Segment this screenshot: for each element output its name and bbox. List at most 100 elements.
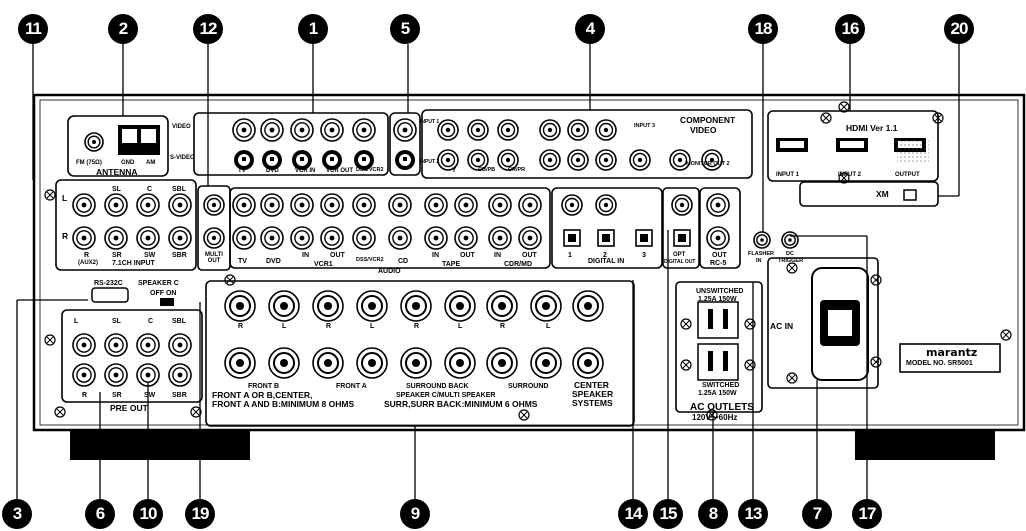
- component-jack[interactable]: [467, 149, 489, 171]
- speaker-terminal-minus[interactable]: [400, 347, 432, 379]
- input71-jack[interactable]: [168, 193, 192, 217]
- component-jack[interactable]: [629, 149, 651, 171]
- optical-in-3[interactable]: [635, 229, 653, 247]
- speaker-terminal-plus[interactable]: [572, 290, 604, 322]
- preout-jack[interactable]: [104, 363, 128, 387]
- fm-antenna-jack[interactable]: [84, 132, 104, 152]
- s-video-jack[interactable]: [322, 150, 342, 170]
- unswitched-outlet[interactable]: [697, 301, 739, 339]
- audio-jack[interactable]: [260, 226, 284, 250]
- speaker-terminal-minus[interactable]: [356, 347, 388, 379]
- hdmi-input1-port[interactable]: [776, 138, 808, 152]
- audio-jack[interactable]: [424, 193, 448, 217]
- component-jack[interactable]: [595, 149, 617, 171]
- input71-jack[interactable]: [104, 193, 128, 217]
- s-video-jack[interactable]: [292, 150, 312, 170]
- component-jack[interactable]: [669, 149, 691, 171]
- preout-jack[interactable]: [136, 363, 160, 387]
- rc5-in-jack[interactable]: [706, 193, 730, 217]
- video-jack[interactable]: [232, 118, 256, 142]
- speaker-terminal-minus[interactable]: [530, 347, 562, 379]
- speaker-terminal-minus[interactable]: [486, 347, 518, 379]
- component-jack[interactable]: [467, 119, 489, 141]
- input71-jack[interactable]: [136, 226, 160, 250]
- s-video-jack[interactable]: [354, 150, 374, 170]
- switched-outlet[interactable]: [697, 343, 739, 381]
- speaker-c-switch[interactable]: [160, 298, 174, 306]
- component-jack[interactable]: [567, 149, 589, 171]
- ac-inlet[interactable]: [811, 267, 869, 381]
- component-jack[interactable]: [539, 119, 561, 141]
- audio-jack[interactable]: [488, 226, 512, 250]
- audio-jack[interactable]: [320, 193, 344, 217]
- preout-jack[interactable]: [136, 333, 160, 357]
- audio-jack[interactable]: [260, 193, 284, 217]
- audio-jack[interactable]: [290, 226, 314, 250]
- video-jack[interactable]: [260, 118, 284, 142]
- audio-jack[interactable]: [388, 193, 412, 217]
- s-video-jack[interactable]: [262, 150, 282, 170]
- video-jack[interactable]: [290, 118, 314, 142]
- xm-port[interactable]: [903, 189, 917, 201]
- speaker-terminal-plus[interactable]: [486, 290, 518, 322]
- audio-jack[interactable]: [518, 193, 542, 217]
- component-jack[interactable]: [539, 149, 561, 171]
- s-video-jack[interactable]: [395, 150, 415, 170]
- speaker-terminal-plus[interactable]: [224, 290, 256, 322]
- input71-jack[interactable]: [72, 226, 96, 250]
- speaker-terminal-plus[interactable]: [268, 290, 300, 322]
- preout-jack[interactable]: [72, 363, 96, 387]
- s-video-jack[interactable]: [234, 150, 254, 170]
- speaker-terminal-plus[interactable]: [356, 290, 388, 322]
- component-jack[interactable]: [701, 149, 723, 171]
- optical-out[interactable]: [673, 229, 691, 247]
- component-jack[interactable]: [567, 119, 589, 141]
- video-jack[interactable]: [393, 118, 417, 142]
- multi-out-jack[interactable]: [203, 227, 225, 249]
- hdmi-input2-port[interactable]: [836, 138, 868, 152]
- speaker-terminal-minus[interactable]: [268, 347, 300, 379]
- coax-jack[interactable]: [671, 194, 693, 216]
- audio-jack[interactable]: [232, 193, 256, 217]
- optical-in-2[interactable]: [597, 229, 615, 247]
- preout-jack[interactable]: [72, 333, 96, 357]
- component-jack[interactable]: [497, 119, 519, 141]
- video-jack[interactable]: [352, 118, 376, 142]
- dc-trigger-jack[interactable]: [781, 231, 799, 249]
- rc5-out-jack[interactable]: [706, 226, 730, 250]
- input71-jack[interactable]: [104, 226, 128, 250]
- audio-jack[interactable]: [232, 226, 256, 250]
- audio-jack[interactable]: [320, 226, 344, 250]
- preout-jack[interactable]: [168, 333, 192, 357]
- component-jack[interactable]: [497, 149, 519, 171]
- input71-jack[interactable]: [136, 193, 160, 217]
- speaker-terminal-plus[interactable]: [400, 290, 432, 322]
- speaker-terminal-plus[interactable]: [312, 290, 344, 322]
- optical-in-1[interactable]: [563, 229, 581, 247]
- video-jack[interactable]: [320, 118, 344, 142]
- flasher-jack[interactable]: [753, 231, 771, 249]
- coax-jack[interactable]: [595, 194, 617, 216]
- speaker-terminal-plus[interactable]: [530, 290, 562, 322]
- coax-jack[interactable]: [561, 194, 583, 216]
- rs232-port[interactable]: [91, 287, 129, 303]
- audio-jack[interactable]: [352, 226, 376, 250]
- component-jack[interactable]: [437, 149, 459, 171]
- input71-jack[interactable]: [168, 226, 192, 250]
- speaker-terminal-minus[interactable]: [572, 347, 604, 379]
- speaker-terminal-plus[interactable]: [444, 290, 476, 322]
- audio-jack[interactable]: [424, 226, 448, 250]
- component-jack[interactable]: [595, 119, 617, 141]
- input71-jack[interactable]: [72, 193, 96, 217]
- audio-jack[interactable]: [454, 226, 478, 250]
- audio-jack[interactable]: [352, 193, 376, 217]
- audio-jack[interactable]: [518, 226, 542, 250]
- component-jack[interactable]: [437, 119, 459, 141]
- audio-jack[interactable]: [290, 193, 314, 217]
- speaker-terminal-minus[interactable]: [224, 347, 256, 379]
- speaker-terminal-minus[interactable]: [312, 347, 344, 379]
- preout-jack[interactable]: [168, 363, 192, 387]
- preout-jack[interactable]: [104, 333, 128, 357]
- audio-jack[interactable]: [454, 193, 478, 217]
- multi-out-jack[interactable]: [203, 194, 225, 216]
